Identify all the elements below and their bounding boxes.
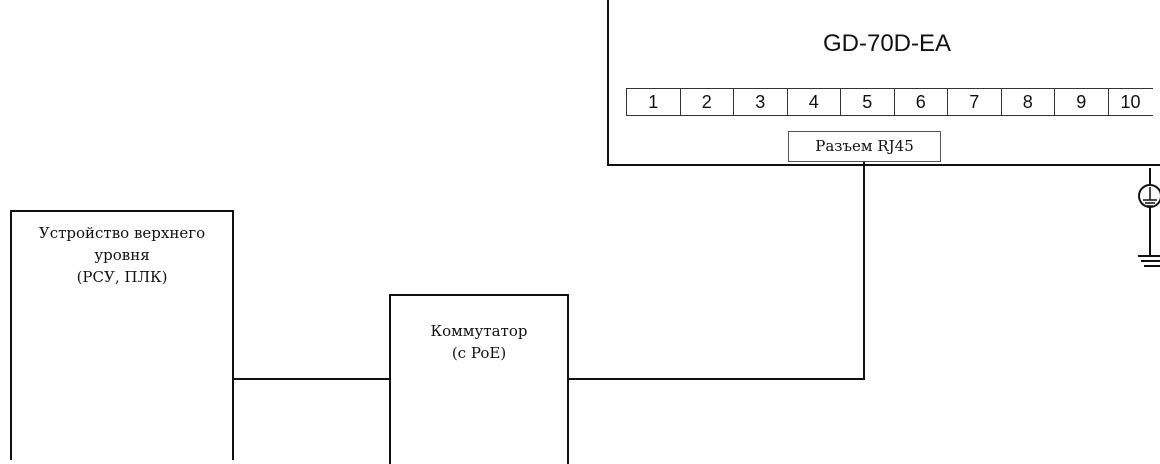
terminal-6: 6 — [893, 89, 948, 115]
terminal-4: 4 — [786, 89, 841, 115]
switch-line-2: (с PoE) — [451, 344, 507, 362]
device-title: GD-70D-EA — [822, 30, 952, 57]
terminal-2: 2 — [679, 89, 734, 115]
switch-box — [389, 294, 569, 464]
terminal-3: 3 — [733, 89, 787, 115]
upper-level-device-line-3: (РСУ, ПЛК) — [76, 268, 168, 286]
terminal-1: 1 — [626, 89, 680, 115]
switch-label: Коммутатор (с PoE) — [389, 320, 569, 364]
upper-level-device-label: Устройство верхнего уровня (РСУ, ПЛК) — [10, 222, 234, 288]
terminal-10: 10 — [1107, 89, 1153, 115]
upper-to-switch-cable — [234, 378, 390, 380]
terminal-block: 1 2 3 4 5 6 7 8 9 10 — [626, 88, 1153, 116]
terminal-8: 8 — [1000, 89, 1055, 115]
upper-level-device-line-1: Устройство верхнего — [38, 224, 206, 242]
switch-line-1: Коммутатор — [430, 322, 528, 340]
switch-to-device-cable-horizontal — [569, 378, 865, 380]
ground-icon — [1138, 168, 1160, 267]
rj45-connector: Разъем RJ45 — [788, 131, 941, 162]
terminal-7: 7 — [947, 89, 1001, 115]
terminal-5: 5 — [840, 89, 894, 115]
switch-to-device-cable-vertical — [863, 162, 865, 380]
terminal-9: 9 — [1054, 89, 1108, 115]
upper-level-device-line-2: уровня — [94, 246, 150, 264]
upper-level-device-box — [10, 210, 234, 460]
